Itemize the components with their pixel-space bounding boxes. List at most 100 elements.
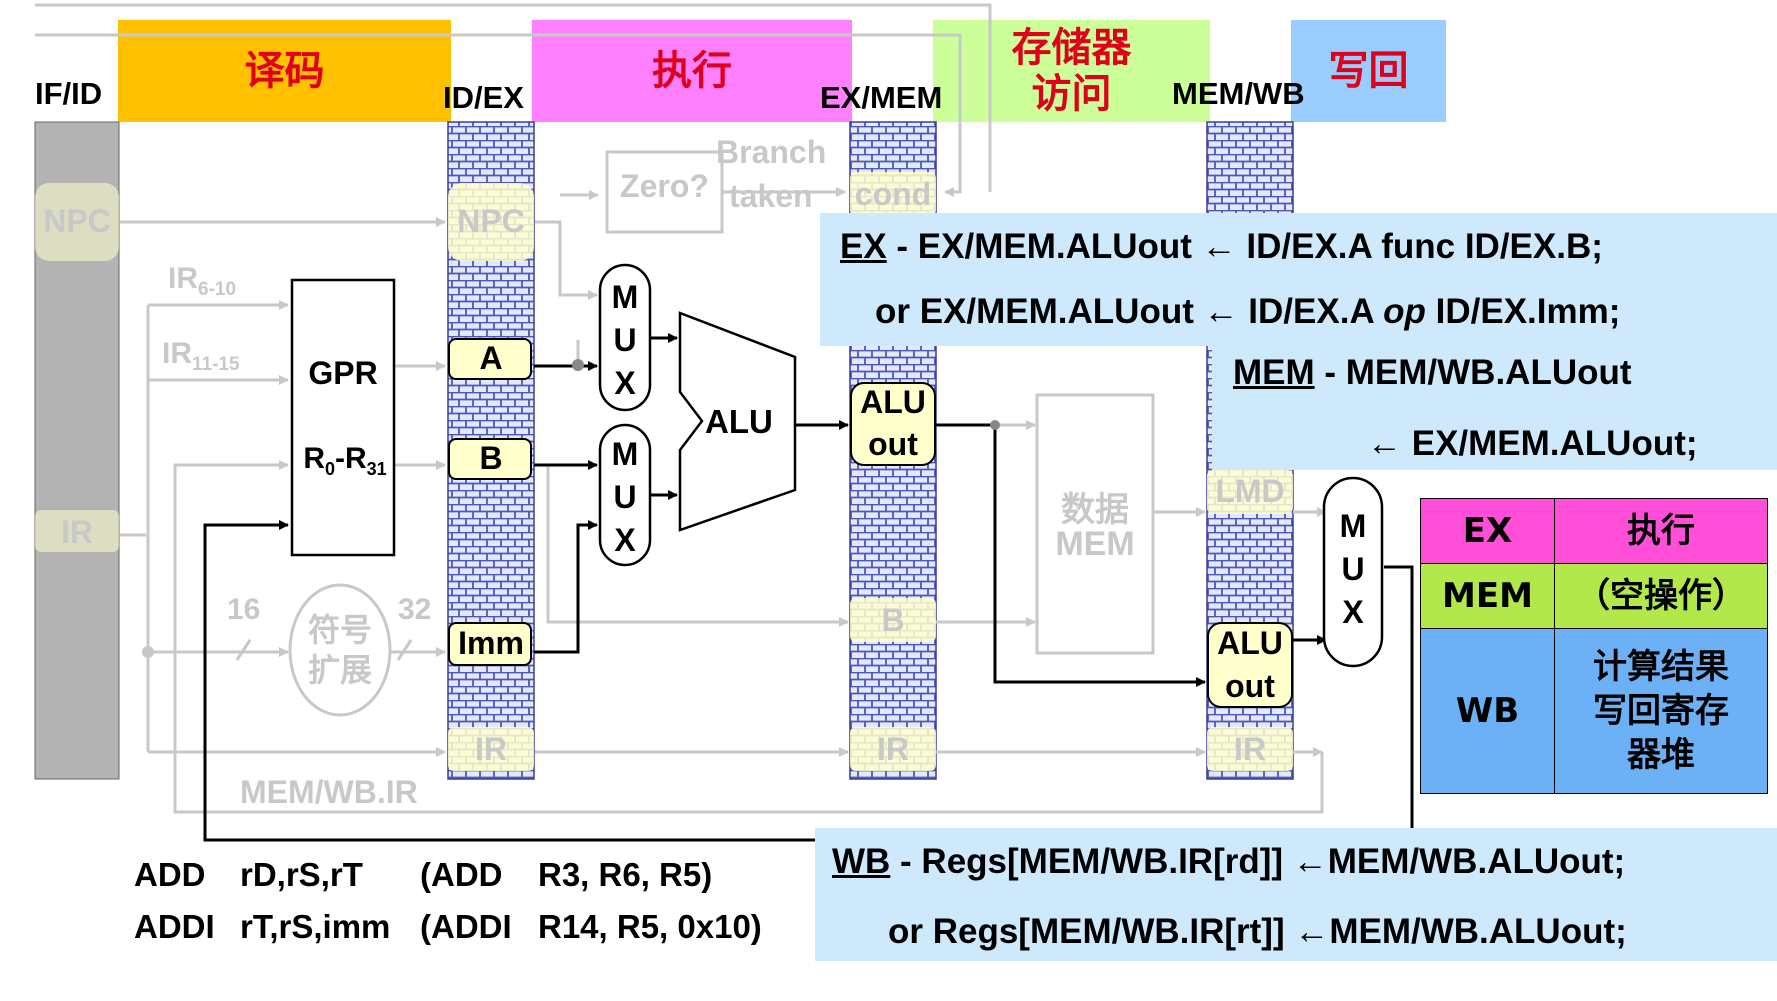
wb-note-line1: WB - Regs[MEM/WB.IR[rd]] ←MEM/WB.ALUout; (832, 842, 1625, 882)
ex-mux-bottom-letters: M U X (600, 433, 650, 562)
instr-addi-op: ADDI (134, 908, 215, 945)
wb-note-text1: - Regs[MEM/WB.IR[rd]] ←MEM/WB.ALUout; (890, 842, 1626, 881)
mem-note-line2: ← EX/MEM.ALUout; (1367, 424, 1698, 463)
gpr-range-0: 0 (324, 459, 335, 479)
wb-note-line2: or Regs[MEM/WB.IR[rt]] ←MEM/WB.ALUout; (888, 912, 1627, 951)
writeback-banner-label: 写回 (1328, 48, 1409, 94)
exmem-ir-cell (850, 727, 936, 771)
wb-mux-u: U (1341, 551, 1365, 587)
idex-ir-cell (448, 727, 534, 771)
stage-table-ex: EX (1420, 498, 1555, 564)
stage-table-wb-action: 计算结果 写回寄存 器堆 (1554, 628, 1768, 794)
ex-note-text2b: ID/EX.Imm; (1425, 292, 1621, 331)
data-memory-line1: 数据 (1061, 490, 1129, 530)
decode-banner: 译码 (118, 20, 451, 122)
ex-note-op: op (1383, 292, 1426, 331)
cond-label: cond (854, 176, 932, 212)
exmem-aluout-register (850, 382, 936, 466)
gpr-label: GPR (308, 355, 378, 391)
data-memory-box (1035, 393, 1155, 655)
sign-extend-unit (288, 583, 392, 717)
branch-feedback-line-2 (35, 33, 962, 197)
wb-feedback-line (203, 520, 1414, 842)
if-ir-cell (35, 510, 119, 552)
exmem-ir-label: IR (877, 731, 909, 767)
a-junction-dot (572, 359, 584, 371)
gpr-box (290, 278, 396, 557)
sign-extend-line2: 扩展 (307, 651, 372, 689)
mem-note-line1: MEM - MEM/WB.ALUout (1233, 353, 1632, 393)
ex-mem-label: EX/MEM (820, 80, 943, 115)
ex-mux-top-u: U (613, 322, 637, 358)
exmem-b-cell (850, 598, 936, 642)
if-ir-label: IR (61, 514, 93, 550)
imm-register-label: Imm (458, 625, 524, 661)
alu-label: ALU (705, 403, 773, 440)
instr-addi-format: rT,rS,imm (240, 908, 391, 945)
ex-note-stage: EX (840, 227, 887, 266)
mem-note-stage: MEM (1233, 353, 1315, 392)
if-id-label: IF/ID (35, 76, 103, 111)
ir-6-10-text: IR (168, 262, 198, 295)
ex-mux-top-x: X (614, 365, 636, 401)
data-memory-line2: MEM (1055, 525, 1135, 563)
ex-note-line1: EX - EX/MEM.ALUout ← ID/EX.A func ID/EX.… (840, 227, 1603, 267)
stage-table-mem-action: （空操作） (1554, 563, 1768, 629)
ir-11-15-sub: 11-15 (192, 354, 240, 375)
a-register-label: A (479, 340, 503, 376)
stage-table-wb: WB (1420, 628, 1555, 794)
memory-banner-line2: 访问 (1031, 71, 1112, 117)
exmem-aluout-line2: out (868, 426, 918, 462)
sign-extend-line1: 符号 (307, 611, 372, 649)
ex-note-text2a: or EX/MEM.ALUout ← ID/EX.A (875, 292, 1384, 331)
stage-table-ex-label: EX (1462, 510, 1513, 551)
execute-banner: 执行 (532, 20, 852, 122)
exmem-aluout-line1: ALU (860, 384, 926, 420)
if-npc-label: NPC (43, 203, 111, 239)
stage-table-ex-action: 执行 (1554, 498, 1768, 564)
b-to-exmem-line (546, 465, 849, 627)
instr-addi-args: R14, R5, 0x10) (538, 908, 762, 945)
memwb-aluout-line2: out (1225, 668, 1275, 704)
instr-addi-example: (ADDI (420, 908, 512, 945)
aluout-to-memwb-line (935, 423, 1206, 687)
width-slash-marks (235, 639, 413, 661)
ex-mux-bottom-u: U (613, 479, 637, 515)
mem-wb-ir-label: MEM/WB.IR (240, 774, 418, 810)
ir-6-10-sub: 6-10 (198, 279, 237, 300)
stage-table-wb-action-line2: 写回寄存 (1593, 690, 1729, 731)
ir-junction-dot (142, 646, 154, 658)
gpr-range-dash: -R (335, 442, 367, 475)
width-32-label: 32 (398, 593, 432, 626)
stage-table-mem: MEM (1420, 563, 1555, 629)
wb-note-stage: WB (832, 842, 891, 881)
ex-mux-bottom (598, 423, 652, 567)
imm-register (448, 622, 532, 666)
instr-add-example: (ADD (420, 856, 503, 893)
wb-mux-letters: M U X (1324, 505, 1382, 634)
ex-mux-top-m: M (611, 279, 639, 315)
mem-wb-ir-feedback (173, 460, 1324, 814)
stage-table-wb-action-line3: 器堆 (1627, 735, 1695, 776)
a-register (448, 338, 532, 380)
stage-table-wb-label: WB (1455, 690, 1520, 731)
execute-banner-label: 执行 (652, 48, 732, 94)
cond-cell (850, 172, 936, 216)
mem-wb-label: MEM/WB (1172, 76, 1305, 111)
wb-mux (1322, 476, 1384, 668)
instr-add-op: ADD (134, 856, 206, 893)
idex-ir-label: IR (475, 731, 507, 767)
ex-note-box (820, 213, 1777, 346)
gpr-range-label: R0-R31 (290, 442, 400, 480)
gpr-range-31: 31 (366, 459, 387, 479)
ex-mux-bottom-m: M (611, 436, 639, 472)
wb-mux-m: M (1339, 508, 1367, 544)
imm-to-mux-line (534, 520, 598, 654)
ex-mux-top-letters: M U X (600, 276, 650, 405)
branch-feedback-line-1 (35, 3, 992, 192)
idex-npc-label: NPC (457, 203, 525, 239)
writeback-banner: 写回 (1291, 20, 1446, 122)
zero-label: Zero? (620, 168, 709, 204)
memory-banner: 存储器 访问 (933, 20, 1210, 122)
